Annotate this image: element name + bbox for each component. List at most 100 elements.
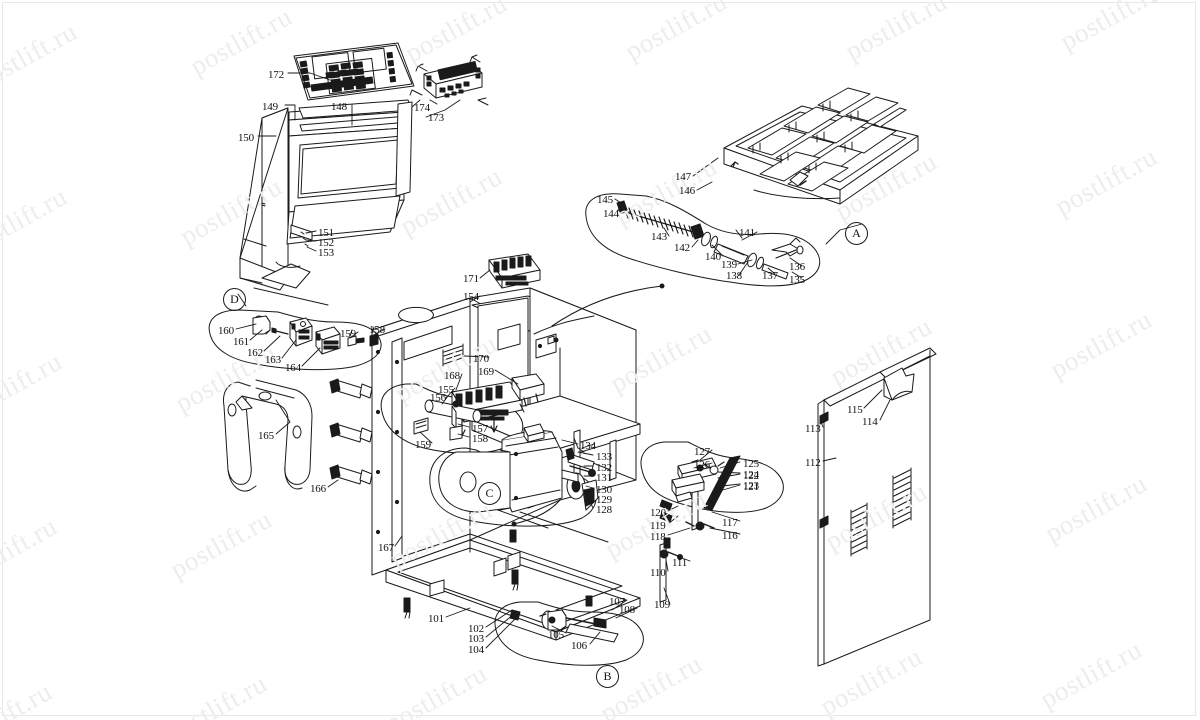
part-number-139: 139 [721,259,737,271]
part-number-111: 111 [672,557,688,569]
part-number-161: 161 [233,336,249,348]
part-166-bolts [329,378,373,485]
part-173-174-display-pcb [409,54,489,106]
part-number-110: 110 [650,567,666,579]
part-number-159b: 159 [340,328,356,340]
part-number-122: 122 [743,470,759,482]
part-number-119: 119 [650,520,666,532]
part-number-153: 153 [318,247,334,259]
part-number-158: 158 [472,433,488,445]
part-number-144: 144 [603,208,619,220]
part-number-107: 107 [609,596,625,608]
part-143-145-spring-assembly [616,200,804,280]
part-number-162: 162 [247,347,263,359]
part-171-controller-pcb [488,253,541,289]
part-number-136: 136 [789,261,805,273]
part-number-172: 172 [268,69,284,81]
part-number-116: 116 [722,530,738,542]
part-number-147: 147 [675,171,691,183]
part-105-108-shaft-assembly [539,609,619,643]
part-number-160: 160 [218,325,234,337]
part-number-109: 109 [654,599,670,611]
part-number-159: 159 [415,439,431,451]
part-116-127-bracket-assembly [659,455,741,531]
part-number-102: 102 [468,623,484,635]
part-160-164-hardware-group [252,315,341,355]
part-number-165: 165 [258,430,274,442]
part-number-123: 123 [743,480,759,492]
part-165-handle-bracket [223,379,313,492]
part-number-149: 149 [262,101,278,113]
part-number-146: 146 [679,185,695,197]
part-number-173: 173 [428,112,444,124]
part-number-174: 174 [414,102,430,114]
part-number-148: 148 [331,101,347,113]
part-number-170: 170 [473,353,489,365]
part-number-137: 137 [762,270,778,282]
part-number-168: 168 [444,370,460,382]
part-number-121: 121 [743,481,759,493]
part-number-128: 128 [596,504,612,516]
detail-callout-d: D [223,288,246,311]
part-number-115: 115 [847,404,863,416]
part-167-main-cabinet [371,283,665,641]
part-number-145: 145 [597,194,613,206]
part-number-114: 114 [862,416,878,428]
part-number-120: 120 [650,507,666,519]
part-number-167: 167 [378,542,394,554]
part-number-135: 135 [789,274,805,286]
part-number-150: 150 [238,132,254,144]
part-number-141: 141 [739,227,755,239]
part-number-134: 134 [580,440,596,452]
part-number-138: 138 [726,270,742,282]
part-112-115-access-panel [817,347,937,667]
part-number-104: 104 [468,644,484,656]
part-number-124: 124 [743,469,759,481]
part-number-154: 154 [463,291,479,303]
part-number-113: 113 [805,423,821,435]
part-number-142: 142 [674,242,690,254]
part-number-126: 126 [694,459,710,471]
part-148-display-panel [289,99,413,239]
detail-callout-c: C [478,482,501,505]
part-number-169: 169 [478,366,494,378]
part-number-125: 125 [743,458,759,470]
part-number-143: 143 [651,231,667,243]
part-number-171: 171 [463,273,479,285]
part-number-129: 129 [596,494,612,506]
part-number-105: 105 [548,629,564,641]
part-number-156: 156 [430,392,446,404]
part-number-103: 103 [468,633,484,645]
part-number-157: 157 [472,423,488,435]
part-number-108: 108 [619,604,635,616]
part-101-104-base-fasteners [403,529,671,621]
part-number-163: 163 [265,354,281,366]
part-168-169-pcb-assembly [413,373,545,441]
leader-lines [235,72,891,649]
part-number-151: 151 [318,227,334,239]
detail-callout-b: B [596,665,619,688]
part-172-keypad-overlay [293,42,415,101]
part-number-117: 117 [722,517,738,529]
part-number-127: 127 [694,446,710,458]
part-number-140: 140 [705,251,721,263]
part-number-112: 112 [805,457,821,469]
detail-a-outline [585,193,821,287]
part-number-164: 164 [285,362,301,374]
part-146-147-component-tray [723,87,919,205]
part-number-166: 166 [310,483,326,495]
detail-callout-a: A [845,222,868,245]
part-number-130: 130 [596,484,612,496]
part-151-153-console-mount [261,224,313,289]
detail-d-outline [208,309,382,371]
part-150-console-housing [239,107,329,306]
part-number-155: 155 [438,384,454,396]
part-number-106: 106 [571,640,587,652]
part-number-118: 118 [650,531,666,543]
detail-b-outline [494,601,644,666]
part-number-133: 133 [596,451,612,463]
part-number-132: 132 [596,462,612,474]
